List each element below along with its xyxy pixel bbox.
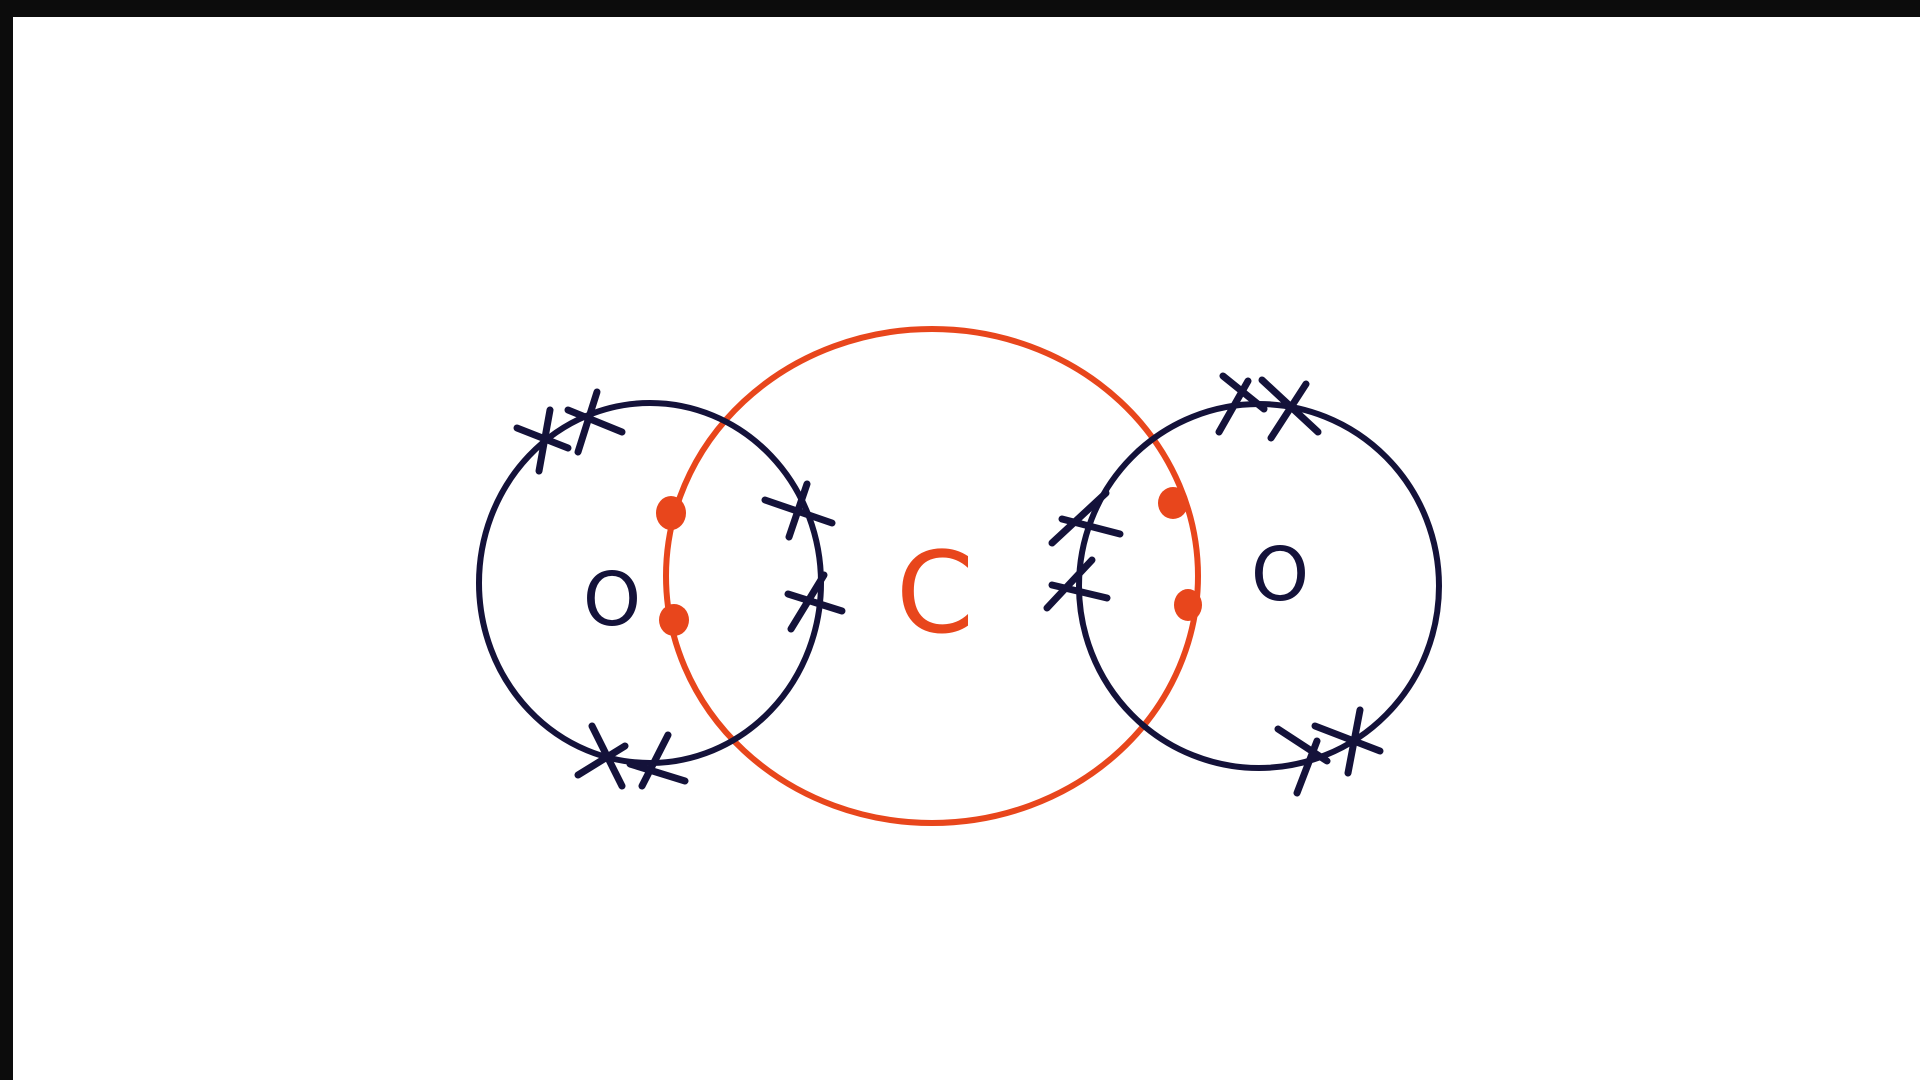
oxygen-electron-cross [626,731,689,790]
carbon-electrons [656,487,1202,636]
oxygen-electron-cross [1215,372,1268,436]
oxygen-electron-cross [1258,376,1322,442]
oxygen-electron-cross [1043,556,1111,612]
oxygen-electron-cross [513,406,572,475]
oxygen-electron-cross [1048,489,1124,547]
oxygen-electron-cross [784,571,846,633]
oxygen-electrons [513,372,1384,797]
right-oxygen-symbol: O [1251,532,1309,618]
oxygen-electron-cross [574,722,629,790]
carbon-symbol: C [896,529,974,659]
oxygen-electron-cross [1311,706,1384,777]
carbon-electron-dot [656,496,686,530]
left-oxygen-shell [476,400,824,766]
oxygen-electron-cross [761,480,836,541]
carbon-shell [663,326,1201,826]
oxygen-electron-cross [564,388,626,456]
drawing-canvas [13,17,1920,1080]
oxygen-electron-cross [1274,725,1331,797]
carbon-electron-dot [1158,487,1188,519]
left-oxygen-symbol: O [583,557,641,643]
carbon-electron-dot [659,604,689,636]
carbon-electron-dot [1174,589,1202,621]
